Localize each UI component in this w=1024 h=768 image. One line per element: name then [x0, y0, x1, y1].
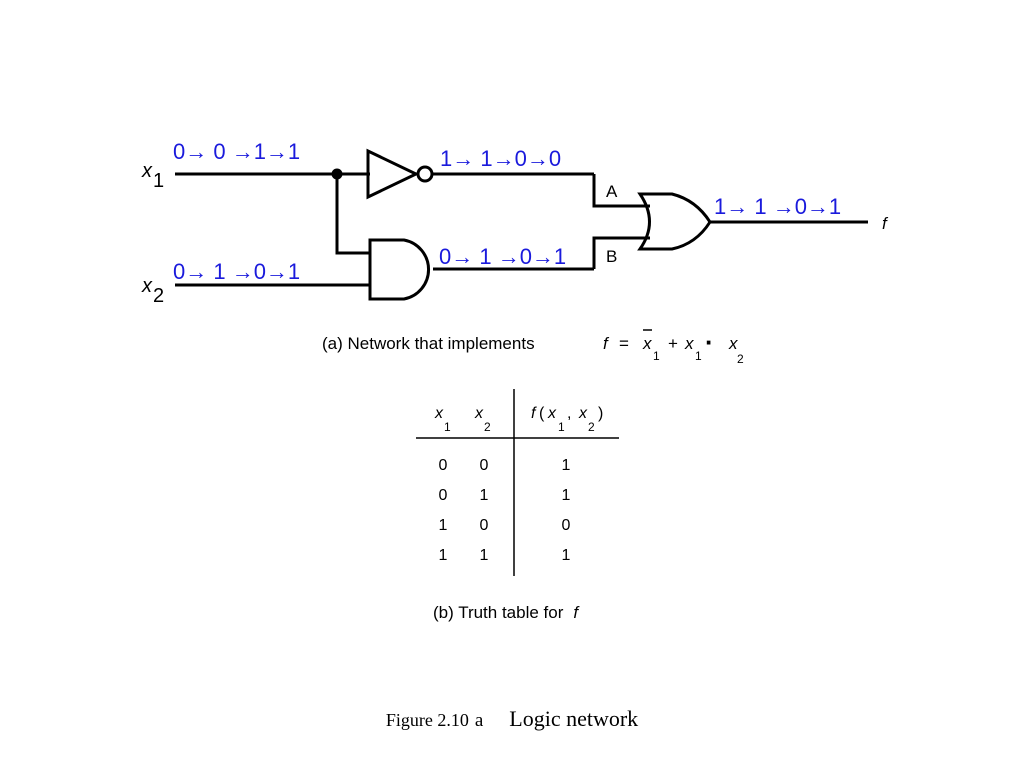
- caption-a-sub1-a: 1: [653, 349, 660, 363]
- node-label-b: B: [606, 247, 617, 266]
- caption-a-x1-bar: x: [642, 334, 652, 353]
- table-cell-r1-c2: 0: [480, 457, 489, 474]
- header-f: f: [531, 405, 537, 422]
- table-cell-r2-c2: 1: [480, 487, 489, 504]
- input-x1-label: x1: [141, 160, 164, 192]
- figure-letter: a: [474, 710, 484, 731]
- caption-a-x2: x: [728, 334, 738, 353]
- or-gate-icon: [637, 192, 712, 251]
- x2-sequence: 0→ 1 →0→1: [173, 259, 300, 284]
- table-cell-r1-c3: 1: [562, 457, 571, 474]
- table-cell-r3-c1: 1: [439, 517, 448, 534]
- not-output-sequence: 1→ 1→0→0: [440, 146, 561, 171]
- figure-title: Logic network: [509, 706, 639, 731]
- input-x2-label: x2: [141, 275, 164, 307]
- table-cell-r2-c3: 1: [562, 487, 571, 504]
- and-output-sequence: 0→ 1 →0→1: [439, 244, 566, 269]
- caption-a-sub1-b: 1: [695, 349, 702, 363]
- header-f-x1: x: [547, 405, 557, 422]
- node-label-a: A: [606, 182, 618, 201]
- caption-a-equals: =: [619, 334, 629, 353]
- caption-a: (a) Network that implements f = x 1 + x …: [322, 327, 744, 366]
- header-close-paren: ): [598, 405, 603, 422]
- wire-b: [592, 236, 650, 269]
- header-x2: x: [474, 405, 484, 422]
- x1-sequence: 0→ 0 →1→1: [173, 139, 300, 164]
- header-x1-sub: 1: [444, 420, 451, 434]
- table-body: 0 0 1 0 1 1 1 0 0 1 1 1: [439, 457, 571, 564]
- header-comma: ,: [567, 405, 571, 422]
- signal-sequences: 0→ 0 →1→1 0→ 1 →0→1 1→ 1→0→0 0→ 1 →0→1 1…: [173, 139, 841, 284]
- caption-a-sub2: 2: [737, 352, 744, 366]
- caption-a-f: f: [603, 334, 610, 353]
- truth-table: x 1 x 2 f ( x 1 , x 2 ) 0 0 1 0 1 1 1 0 0 1 1 1: [416, 389, 619, 576]
- header-x1: x: [434, 405, 444, 422]
- table-cell-r3-c3: 0: [562, 517, 571, 534]
- caption-a-plus: +: [668, 334, 678, 353]
- caption-a-prefix: (a) Network that implements: [322, 334, 535, 353]
- table-cell-r4-c2: 1: [480, 547, 489, 564]
- and-gate-icon: [368, 238, 430, 301]
- node-labels: A B f: [606, 182, 889, 266]
- table-cell-r4-c3: 1: [562, 547, 571, 564]
- input-labels: x1 x2: [141, 160, 164, 307]
- figure-number: Figure 2.10: [385, 710, 469, 730]
- header-f-x1-sub: 1: [558, 420, 565, 434]
- junction-dot: [331, 168, 343, 180]
- table-cell-r3-c2: 0: [480, 517, 489, 534]
- header-open-paren: (: [539, 405, 545, 422]
- table-cell-r2-c1: 0: [439, 487, 448, 504]
- table-cell-r1-c1: 0: [439, 457, 448, 474]
- wire-a: [592, 174, 650, 208]
- wire-branch-x1: [335, 174, 370, 255]
- caption-a-x1: x: [684, 334, 694, 353]
- output-f-label: f: [882, 214, 889, 233]
- table-cell-r4-c1: 1: [439, 547, 448, 564]
- not-gate-icon: [366, 148, 434, 200]
- or-output-sequence: 1→ 1 →0→1: [714, 194, 841, 219]
- header-f-x2-sub: 2: [588, 420, 595, 434]
- header-x2-sub: 2: [484, 420, 491, 434]
- caption-a-dot: ·: [705, 327, 714, 357]
- header-f-x2: x: [578, 405, 588, 422]
